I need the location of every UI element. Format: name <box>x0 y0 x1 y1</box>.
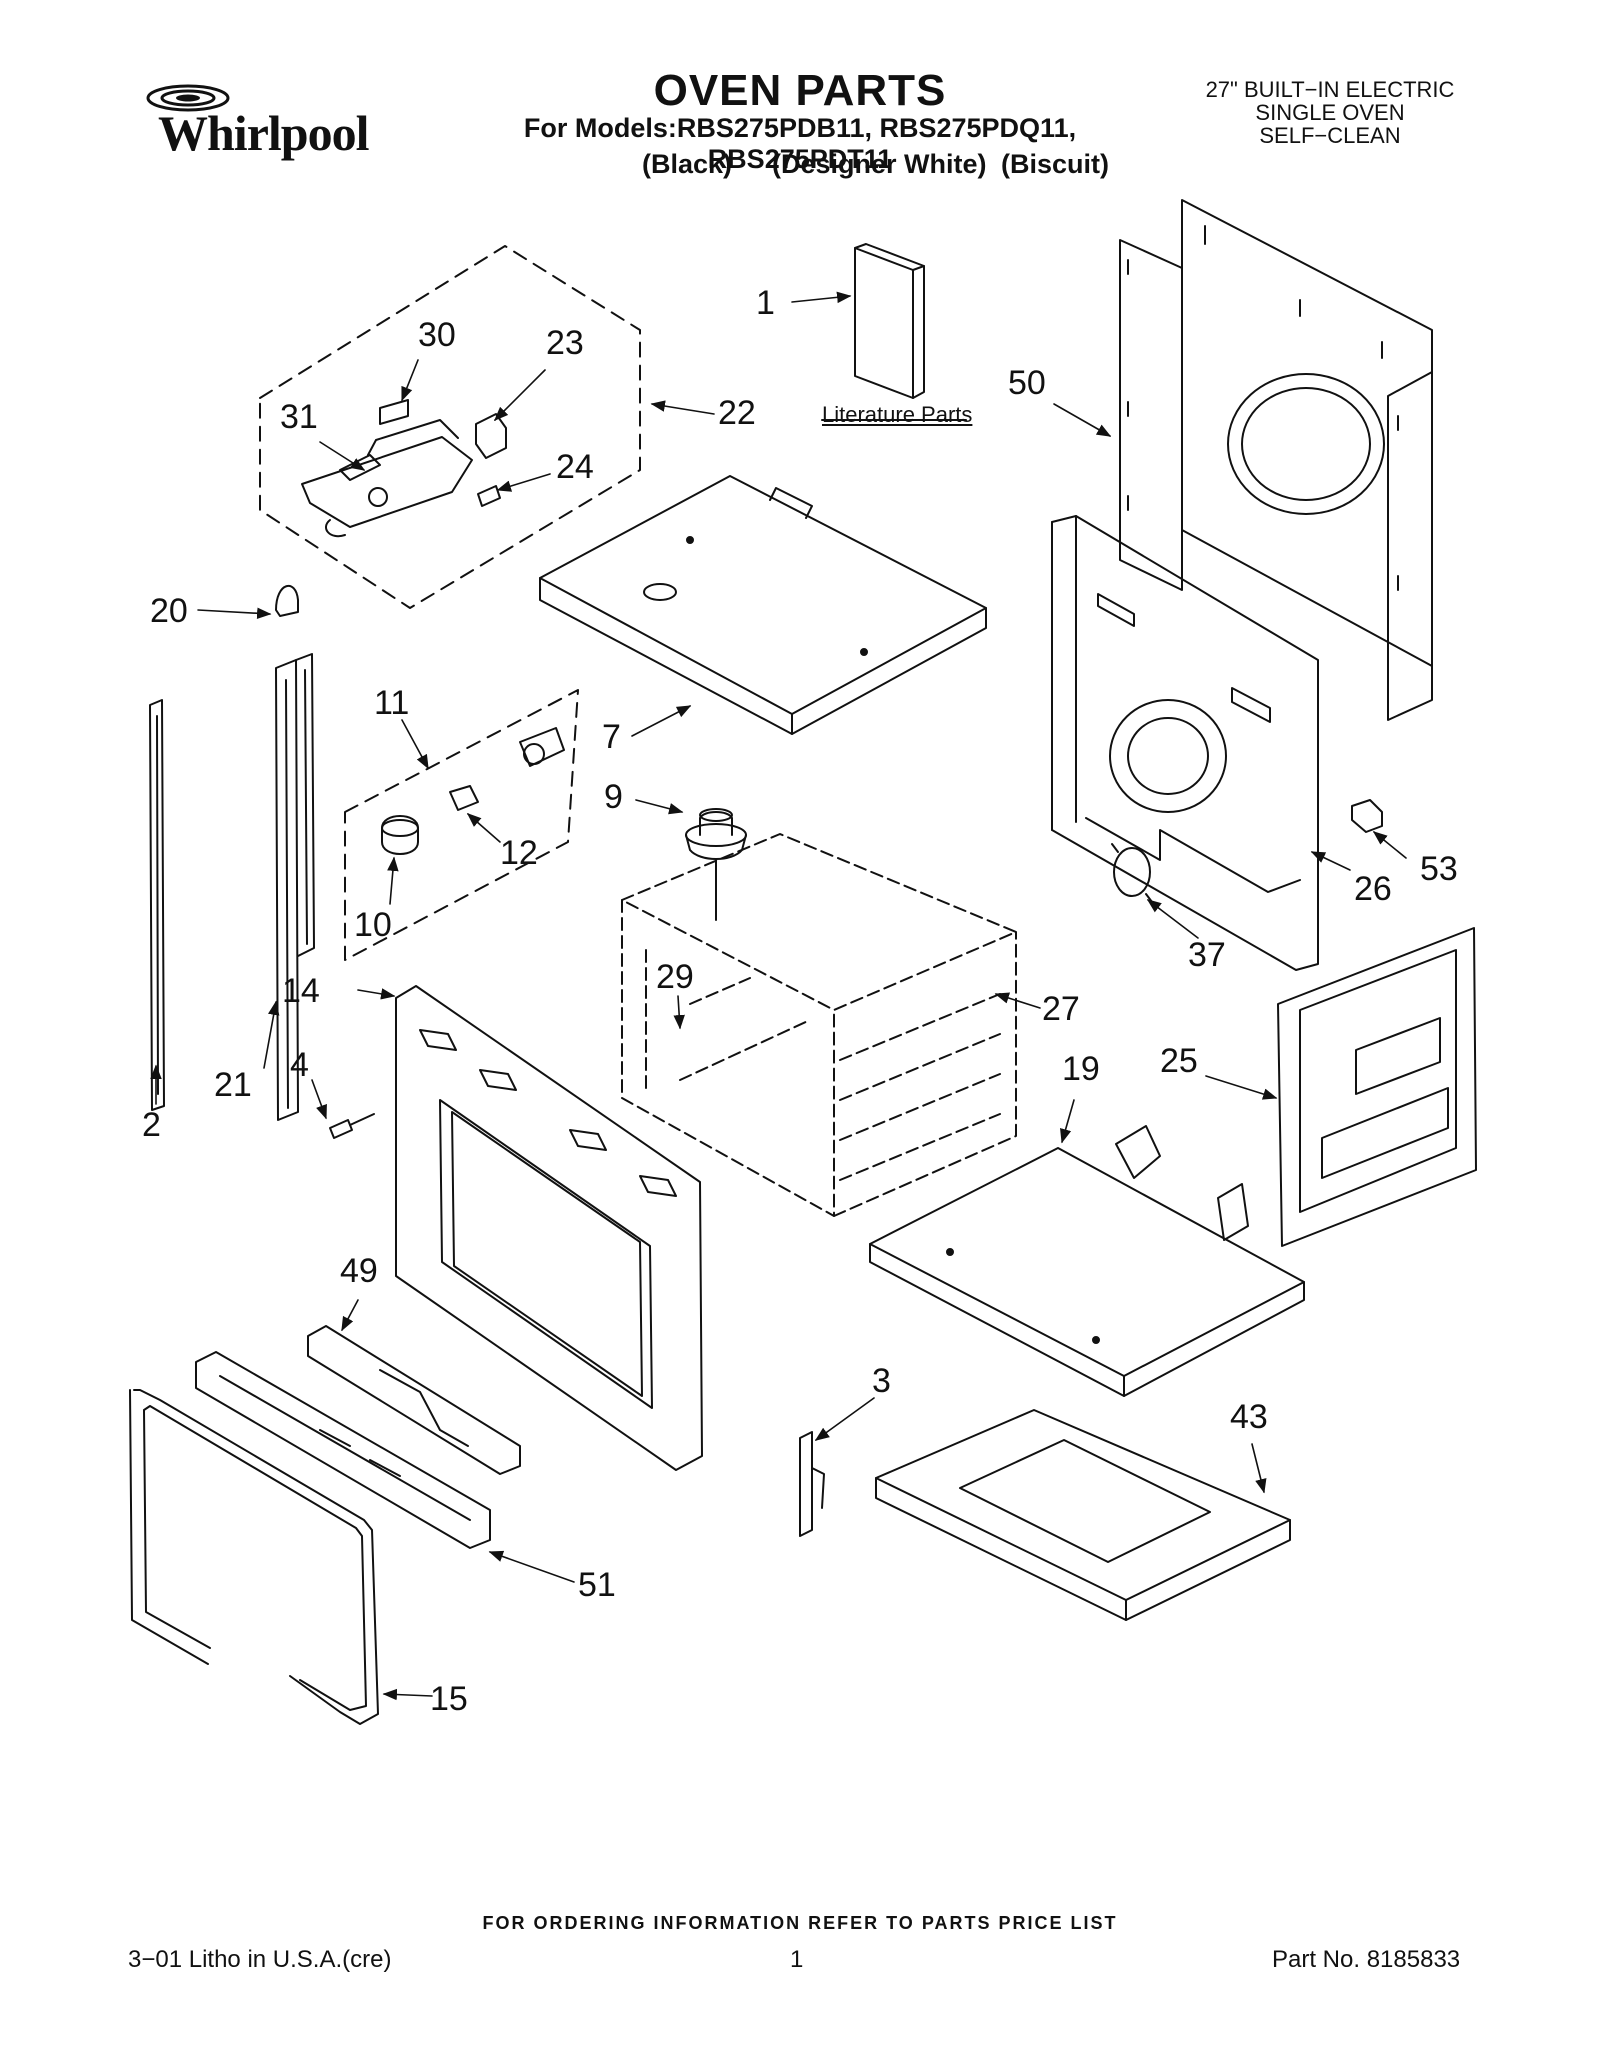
callout-19: 19 <box>1062 1050 1100 1088</box>
spec-line-1: 27" BUILT−IN ELECTRIC <box>1205 77 1455 102</box>
callout-29: 29 <box>656 958 694 996</box>
models-line: For Models:RBS275PDB11, RBS275PDQ11, RBS… <box>523 113 1077 174</box>
callout-10: 10 <box>354 906 392 944</box>
callout-15: 15 <box>430 1680 468 1718</box>
part-vent-duct <box>308 1326 520 1474</box>
part-small-bracket <box>800 1432 824 1536</box>
part-switch-group <box>345 690 578 960</box>
callout-20: 20 <box>150 592 188 630</box>
callout-3: 3 <box>872 1362 891 1400</box>
callout-23: 23 <box>546 324 584 362</box>
callout-51: 51 <box>578 1566 616 1604</box>
part-side-channel <box>276 654 314 1120</box>
part-selector-knob <box>686 809 746 920</box>
callout-50: 50 <box>1008 364 1046 402</box>
callout-14: 14 <box>282 972 320 1010</box>
part-number: Part No. 8185833 <box>1272 1946 1461 1973</box>
callout-4: 4 <box>290 1046 309 1084</box>
part-bracket-53 <box>1352 800 1382 832</box>
callout-37: 37 <box>1188 936 1226 974</box>
litho-note: 3−01 Litho in U.S.A.(cre) <box>128 1946 392 1973</box>
page-number: 1 <box>790 1946 804 1973</box>
color-designer-white: (Designer White) <box>772 149 987 179</box>
whirlpool-logo <box>140 80 380 170</box>
part-side-panel <box>1278 928 1476 1246</box>
callout-21: 21 <box>214 1066 252 1104</box>
callout-11: 11 <box>374 684 410 722</box>
callout-7: 7 <box>602 718 621 756</box>
callout-49: 49 <box>340 1252 378 1290</box>
callout-31: 31 <box>280 398 318 436</box>
callout-1: 1 <box>756 284 775 322</box>
part-clip <box>276 586 298 616</box>
part-vent-trim <box>196 1352 490 1548</box>
part-oven-cavity <box>622 834 1016 1216</box>
brand-logo-text: Whirlpool <box>158 105 369 161</box>
callout-30: 30 <box>418 316 456 354</box>
part-top-panel <box>540 476 986 734</box>
callout-26: 26 <box>1354 870 1392 908</box>
part-side-trim-strip <box>150 700 164 1110</box>
color-black: (Black) <box>642 149 733 179</box>
callout-12: 12 <box>500 834 538 872</box>
callout-24: 24 <box>556 448 594 486</box>
spec-line-3: SELF−CLEAN <box>1259 123 1401 148</box>
callout-25: 25 <box>1160 1042 1198 1080</box>
callout-leaders <box>150 291 1406 1701</box>
part-literature-booklet <box>822 244 966 420</box>
part-rear-liner-panel <box>1052 516 1318 970</box>
callout-53: 53 <box>1420 850 1458 888</box>
callout-27: 27 <box>1042 990 1080 1028</box>
callout-22: 22 <box>718 394 756 432</box>
part-bottom-tray <box>876 1410 1290 1620</box>
callout-2: 2 <box>142 1106 161 1144</box>
spec-line-2: SINGLE OVEN <box>1255 100 1405 125</box>
part-rear-panel <box>1120 200 1432 720</box>
part-bottom-panel <box>870 1126 1304 1396</box>
ordering-note: FOR ORDERING INFORMATION REFER TO PARTS … <box>482 1913 1118 1933</box>
literature-parts-label: Literature Parts <box>822 402 973 427</box>
page-title: OVEN PARTS <box>653 66 947 115</box>
part-screw <box>330 1114 374 1138</box>
callout-43: 43 <box>1230 1398 1268 1436</box>
part-front-frame <box>396 986 702 1470</box>
callout-9: 9 <box>604 778 623 816</box>
color-biscuit: (Biscuit) <box>1001 149 1109 179</box>
part-door-gasket <box>130 1390 378 1724</box>
